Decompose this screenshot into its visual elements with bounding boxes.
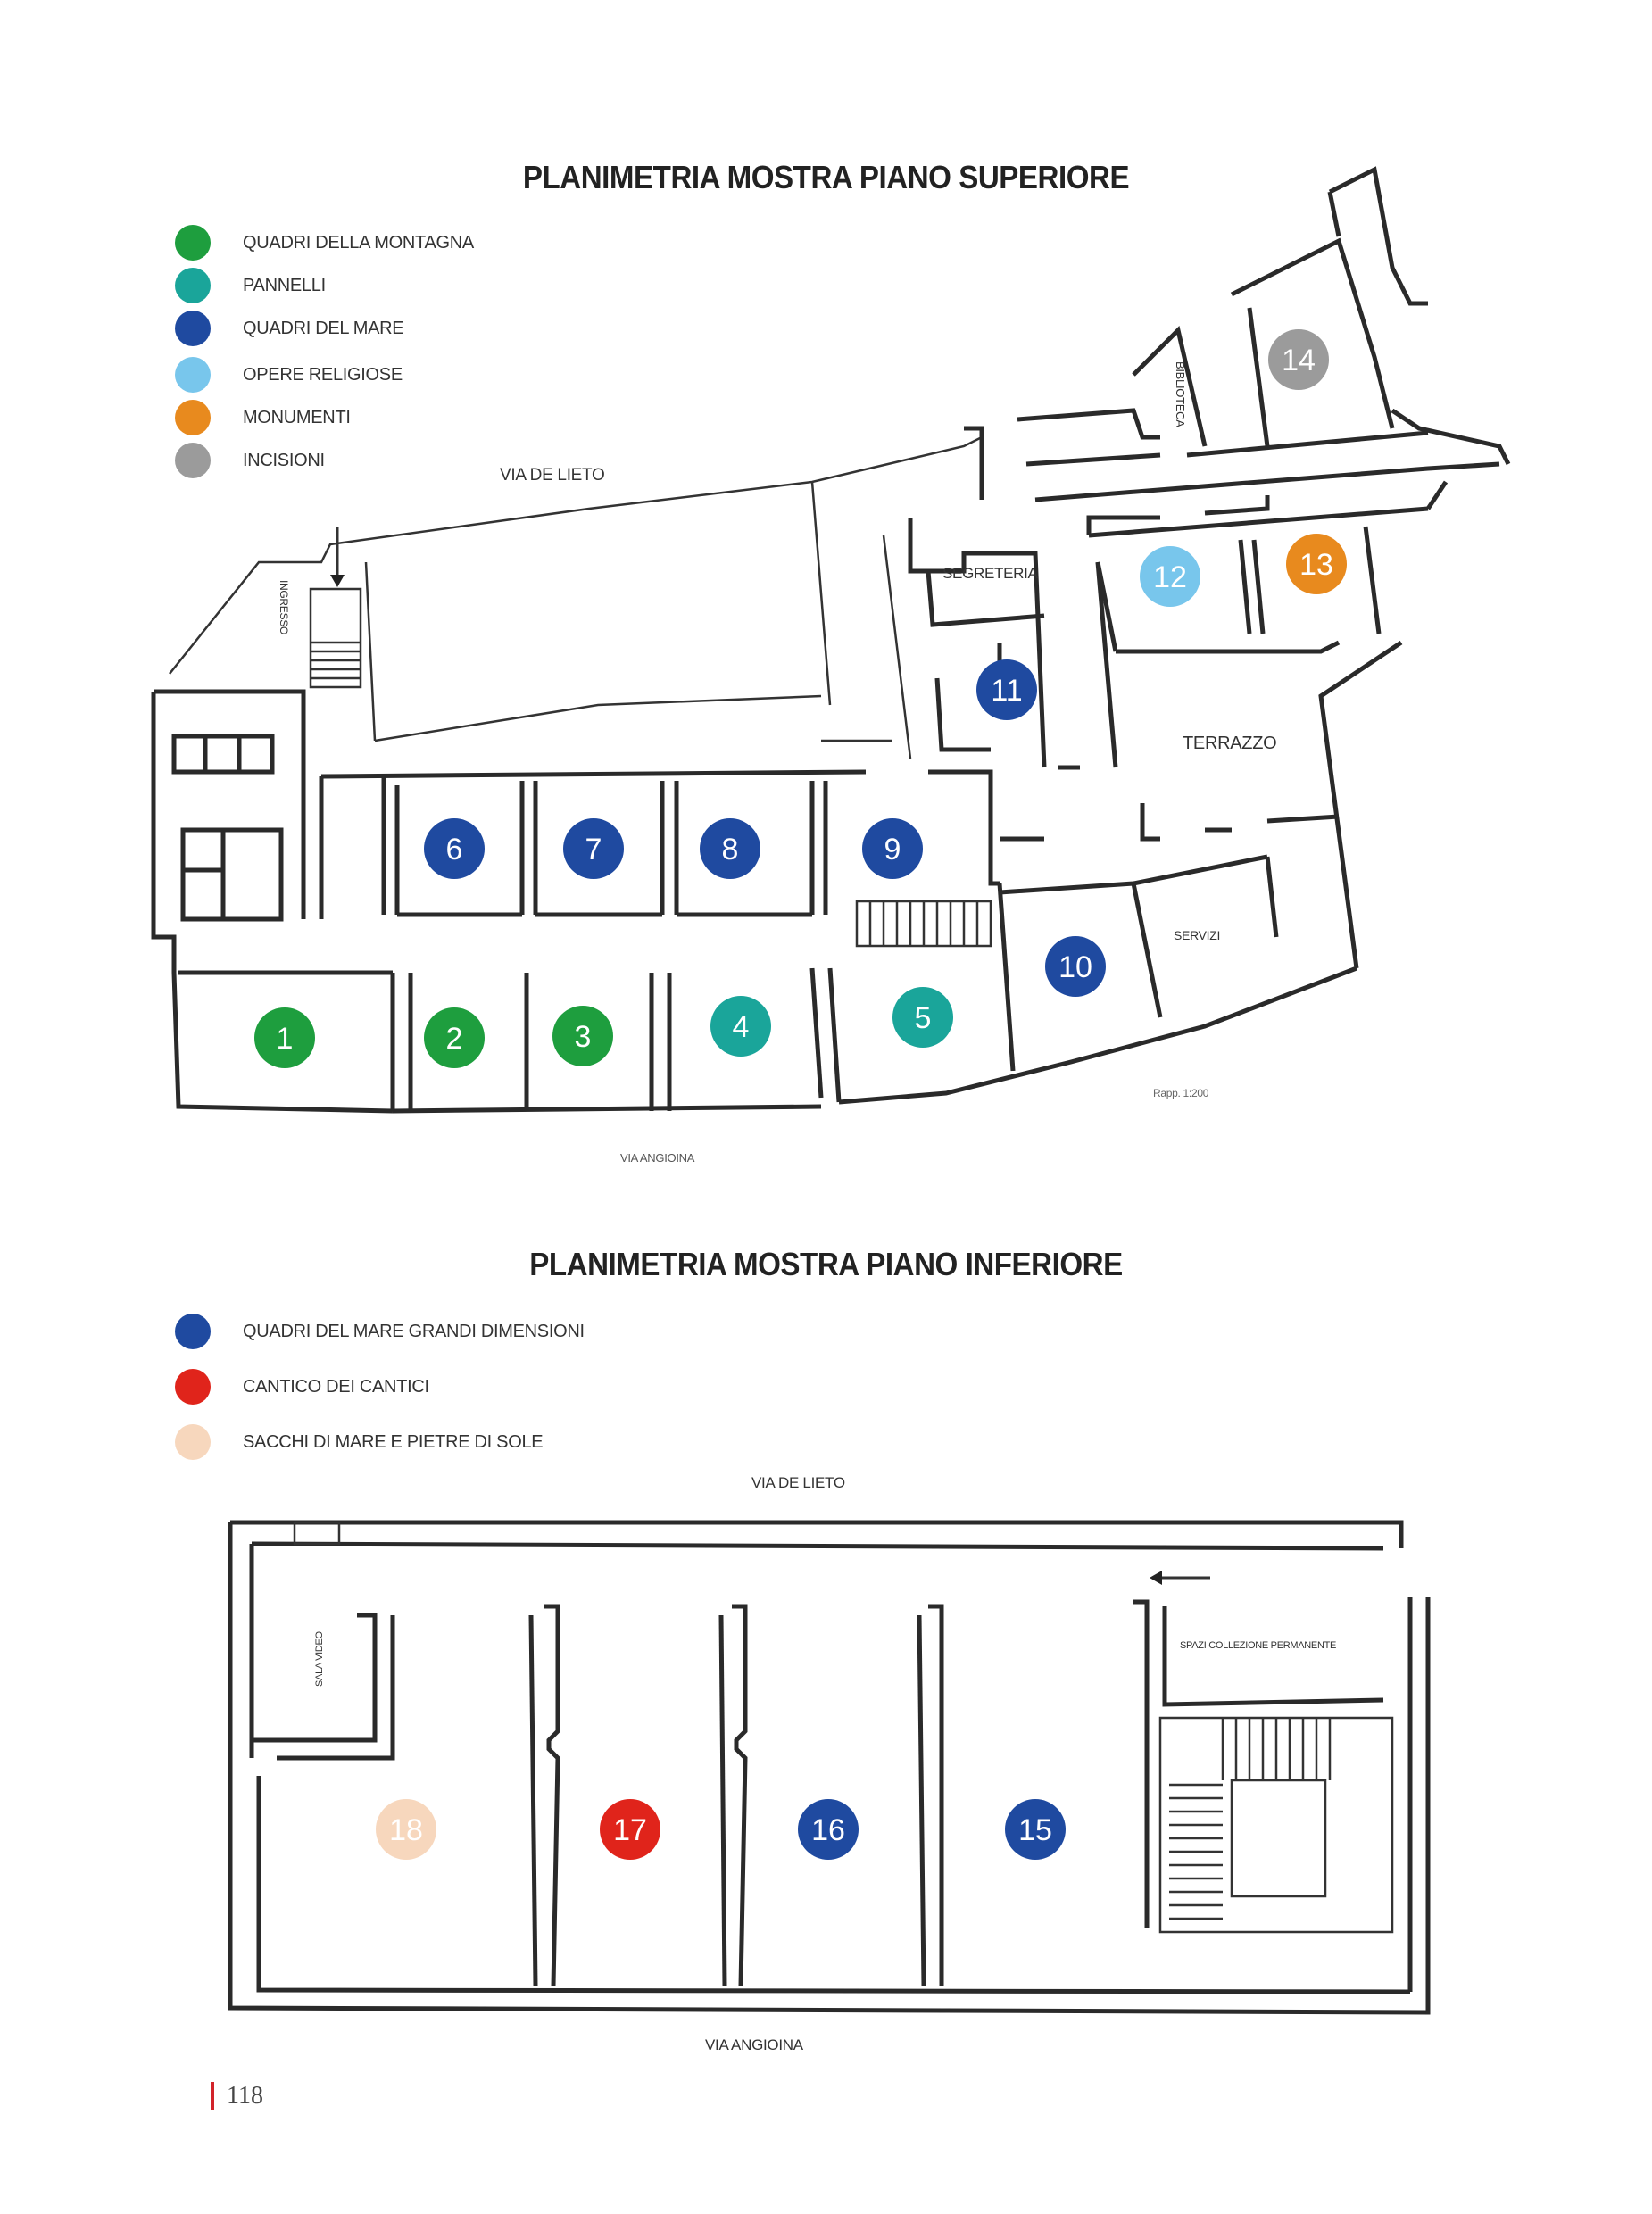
room-marker-7 [563, 818, 624, 879]
label-sala-video: SALA VIDEO [314, 1631, 325, 1687]
label-segreteria: SEGRETERIA [942, 565, 1038, 582]
room-marker-14 [1268, 329, 1329, 390]
legend-dot [175, 1314, 211, 1349]
street-label-via-angioina-upper: VIA ANGIOINA [620, 1151, 695, 1165]
room-marker-16 [798, 1799, 859, 1860]
room-marker-13 [1286, 534, 1347, 594]
room-marker-18 [376, 1799, 436, 1860]
legend-item-montagna: QUADRI DELLA MONTAGNA [175, 225, 474, 261]
room-marker-17 [600, 1799, 660, 1860]
room-number-15: 15 [1018, 1813, 1052, 1847]
label-terrazzo: TERRAZZO [1183, 734, 1277, 753]
legend-item-monumenti: MONUMENTI [175, 400, 351, 435]
lower-legend: QUADRI DEL MARE GRANDI DIMENSIONI CANTIC… [175, 1314, 710, 1460]
room-number-1: 1 [277, 1022, 294, 1056]
room-marker-3 [552, 1006, 613, 1066]
legend-item-cantico: CANTICO DEI CANTICI [175, 1369, 429, 1405]
upper-floor-title: PLANIMETRIA MOSTRA PIANO SUPERIORE [522, 159, 1130, 195]
label-spazi-collezione: SPAZI COLLEZIONE PERMANENTE [1180, 1640, 1337, 1651]
legend-dot [175, 443, 211, 478]
label-servizi: SERVIZI [1174, 928, 1221, 942]
legend-dot [175, 311, 211, 346]
legend-item-religiose: OPERE RELIGIOSE [175, 357, 403, 393]
legend-dot [175, 1369, 211, 1405]
room-number-16: 16 [811, 1813, 845, 1847]
room-marker-6 [424, 818, 485, 879]
room-marker-10 [1045, 936, 1106, 997]
room-marker-1 [254, 1007, 315, 1068]
room-number-14: 14 [1282, 344, 1316, 377]
room-number-13: 13 [1299, 548, 1333, 582]
street-label-via-angioina-lower: VIA ANGIOINA [705, 2036, 803, 2053]
room-marker-11 [976, 659, 1037, 720]
room-number-6: 6 [446, 833, 463, 867]
legend-label: QUADRI DELLA MONTAGNA [243, 232, 474, 253]
room-number-10: 10 [1058, 950, 1092, 984]
room-marker-15 [1005, 1799, 1066, 1860]
legend-item-incisioni: INCISIONI [175, 443, 325, 478]
legend-dot [175, 225, 211, 261]
legend-label: PANNELLI [243, 275, 326, 295]
room-marker-2 [424, 1007, 485, 1068]
label-scale: Rapp. 1:200 [1153, 1087, 1209, 1099]
room-number-11: 11 [991, 674, 1022, 708]
legend-item-pannelli: PANNELLI [175, 268, 326, 303]
room-marker-5 [892, 987, 953, 1048]
legend-dot [175, 1424, 211, 1460]
page-number-accent-bar [211, 2082, 214, 2110]
room-number-8: 8 [722, 833, 739, 867]
street-label-via-de-lieto-upper: VIA DE LIETO [500, 466, 605, 485]
street-label-via-de-lieto-lower: VIA DE LIETO [751, 1474, 845, 1491]
page-number: 118 [211, 2081, 263, 2111]
legend-label: SACCHI DI MARE E PIETRE DI SOLE [243, 1431, 544, 1452]
room-number-3: 3 [575, 1020, 592, 1054]
room-number-4: 4 [733, 1010, 750, 1044]
legend-item-sacchi: SACCHI DI MARE E PIETRE DI SOLE [175, 1424, 544, 1460]
room-marker-4 [710, 996, 771, 1057]
legend-dot [175, 268, 211, 303]
legend-label: QUADRI DEL MARE [243, 318, 404, 338]
legend-label: OPERE RELIGIOSE [243, 364, 403, 385]
legend-dot [175, 357, 211, 393]
room-number-12: 12 [1153, 560, 1187, 594]
legend-dot [175, 400, 211, 435]
legend-label: INCISIONI [243, 450, 325, 470]
room-number-7: 7 [585, 833, 602, 867]
room-number-18: 18 [389, 1813, 423, 1847]
room-marker-9 [862, 818, 923, 879]
room-number-9: 9 [884, 833, 901, 867]
lower-floor-title: PLANIMETRIA MOSTRA PIANO INFERIORE [529, 1246, 1123, 1282]
legend-label: MONUMENTI [243, 407, 351, 427]
page-number-text: 118 [227, 2082, 263, 2110]
legend-item-mare-grandi: QUADRI DEL MARE GRANDI DIMENSIONI [175, 1314, 585, 1349]
room-number-5: 5 [915, 1001, 932, 1035]
room-number-2: 2 [446, 1022, 463, 1056]
room-marker-12 [1140, 546, 1200, 607]
legend-label: QUADRI DEL MARE GRANDI DIMENSIONI [243, 1321, 585, 1341]
room-number-17: 17 [613, 1813, 647, 1847]
legend-label: CANTICO DEI CANTICI [243, 1376, 429, 1397]
room-marker-8 [700, 818, 760, 879]
upper-legend: QUADRI DELLA MONTAGNA PANNELLI QUADRI DE… [175, 225, 621, 493]
legend-item-mare: QUADRI DEL MARE [175, 311, 404, 346]
